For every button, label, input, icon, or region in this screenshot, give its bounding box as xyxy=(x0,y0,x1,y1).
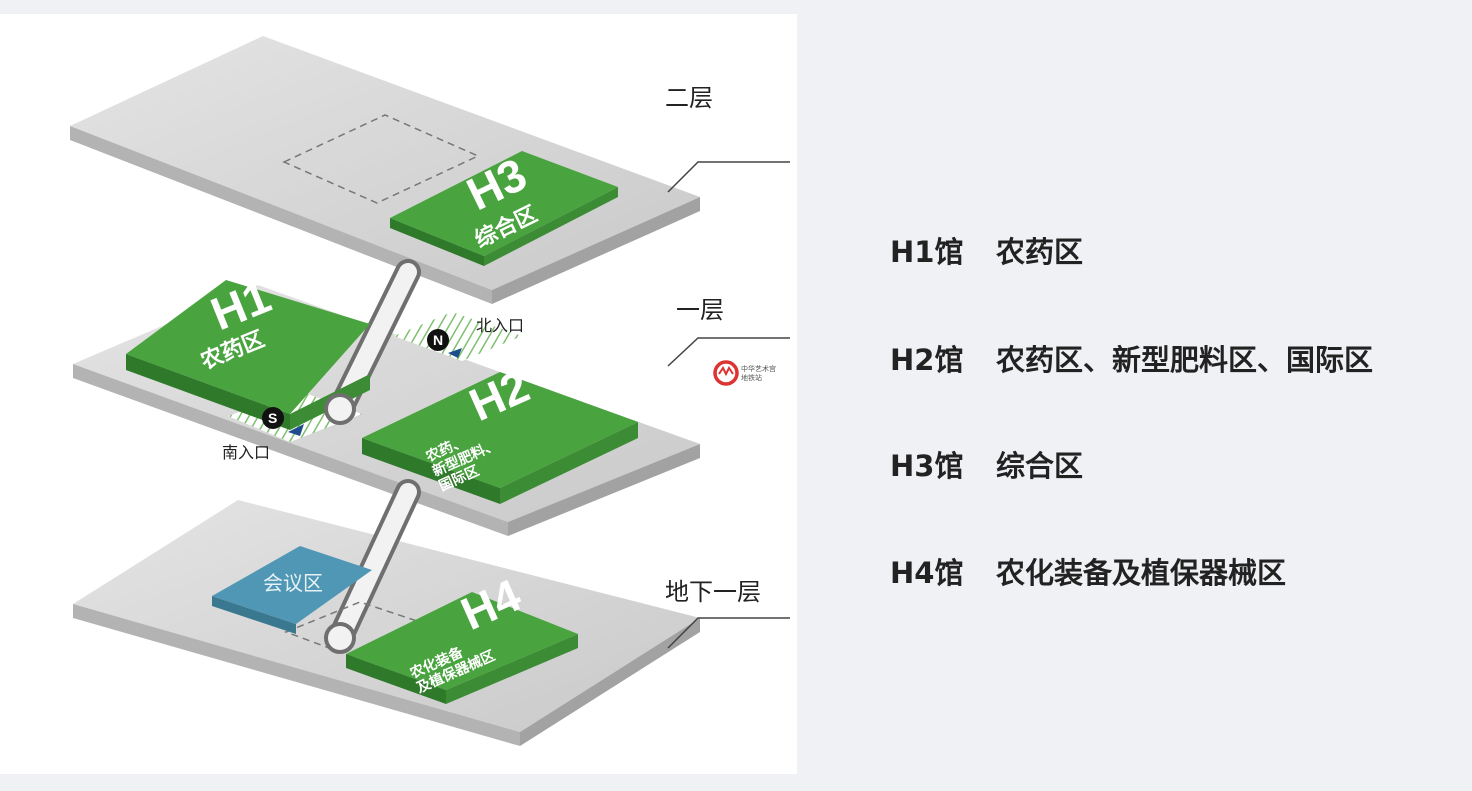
floor-first-label: 一层 xyxy=(676,296,724,324)
legend-zones-h1: 农药区 xyxy=(996,235,1084,269)
legend-row-h4: H4馆 农化装备及植保器械区 xyxy=(890,551,1286,591)
floor-second-label: 二层 xyxy=(665,84,713,112)
north-arrow-icon xyxy=(448,348,462,358)
h2-block-side-right xyxy=(500,422,638,504)
metro-logo-mark xyxy=(718,366,734,377)
legend-code-h2: H2馆 xyxy=(890,343,964,377)
metro-station-logo: 中华艺术宫 地铁站 xyxy=(713,360,776,386)
legend-zones-h3: 综合区 xyxy=(996,449,1084,483)
metro-logo-line-1: 中华艺术宫 xyxy=(741,364,776,373)
legend-row-h3: H3馆 综合区 xyxy=(890,444,1083,484)
escalator-lower-inner xyxy=(333,483,417,643)
legend-row-h1: H1馆 农药区 xyxy=(890,230,1083,270)
meeting-area-label: 会议区 xyxy=(263,571,323,595)
metro-logo-icon xyxy=(713,360,739,386)
meeting-area-block[interactable] xyxy=(212,546,372,624)
hall-h1-block[interactable] xyxy=(126,280,370,414)
floor-second-edge-right xyxy=(492,197,700,304)
south-compass-letter: S xyxy=(268,410,277,426)
floor-basement-leader-line xyxy=(667,617,790,649)
floor-second-edge xyxy=(70,126,492,304)
escalator-upper-base xyxy=(324,393,356,425)
floor-second-leader-line xyxy=(667,161,790,193)
floor-basement-slab xyxy=(73,500,700,732)
south-compass-icon xyxy=(262,407,284,429)
h1-block-side xyxy=(126,354,290,430)
floor-map-panel: H3 综合区 二层 xyxy=(0,14,797,774)
floor-first-leader-line xyxy=(667,337,790,367)
legend-zones-h4: 农化装备及植保器械区 xyxy=(996,556,1287,590)
hall-h3-block[interactable] xyxy=(390,151,618,256)
hall-legend: H1馆 农药区 H2馆 农药区、新型肥料区、国际区 H3馆 综合区 H4馆 农化… xyxy=(890,0,1465,791)
h3-dashed-outline xyxy=(282,114,480,204)
north-entrance-area xyxy=(394,312,522,361)
legend-code-h1: H1馆 xyxy=(890,235,964,269)
hall-h2-block[interactable] xyxy=(362,372,638,488)
escalator-lower-base xyxy=(324,622,356,654)
hall-h4-block[interactable] xyxy=(346,592,578,690)
legend-zones-h2: 农药区、新型肥料区、国际区 xyxy=(996,343,1374,377)
legend-code-h4: H4馆 xyxy=(890,556,964,590)
h3-block-side xyxy=(390,218,484,266)
north-entrance-label: 北入口 xyxy=(476,316,524,335)
floor-first: H1 农药区 H2 农药、 新型肥料、 国际区 N xyxy=(73,259,790,536)
h4-dashed-outline xyxy=(283,601,435,659)
floor-basement-edge xyxy=(73,604,520,746)
north-compass-letter: N xyxy=(433,332,443,348)
floor-basement-label: 地下一层 xyxy=(665,578,761,606)
floor-map: H3 综合区 二层 xyxy=(70,36,790,746)
h4-block-side xyxy=(346,654,446,704)
legend-code-h3: H3馆 xyxy=(890,449,964,483)
floor-basement: 会议区 H4 农化装备 及植保器械区 地下一层 xyxy=(73,479,790,746)
meeting-block-side xyxy=(212,596,296,634)
h4-block-side-right xyxy=(446,634,578,704)
floor-first-edge-right xyxy=(508,444,700,536)
south-arrow-icon xyxy=(288,424,304,436)
floor-basement-edge-right xyxy=(520,618,700,746)
legend-row-h2: H2馆 农药区、新型肥料区、国际区 xyxy=(890,338,1373,378)
floor-second: H3 综合区 二层 xyxy=(70,36,790,304)
south-entrance-label: 南入口 xyxy=(222,443,270,462)
h3-block-side-right xyxy=(484,187,618,266)
h2-block-side xyxy=(362,438,500,504)
north-compass-icon xyxy=(427,329,449,351)
metro-logo-line-2: 地铁站 xyxy=(741,373,762,382)
